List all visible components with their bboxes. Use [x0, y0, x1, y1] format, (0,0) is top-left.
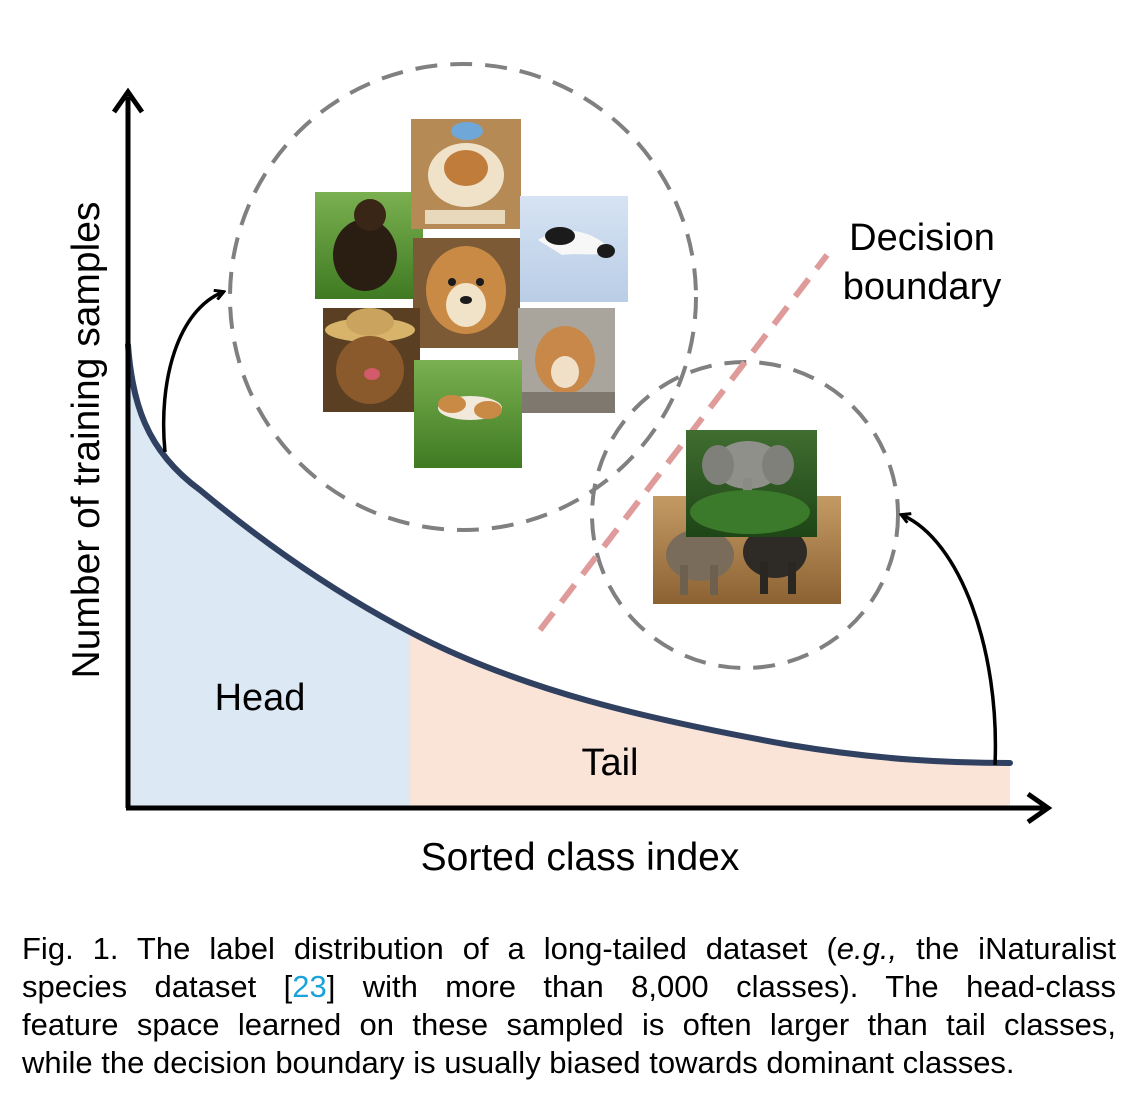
decision-boundary-line — [537, 253, 830, 632]
x-axis-label: Sorted class index — [421, 836, 740, 879]
caption-eg: e.g., — [836, 931, 898, 966]
dog-photo-bulldog-with-ice-pack — [411, 119, 521, 229]
caption-line-3: feature space learned on these sampled i… — [22, 1007, 1116, 1042]
decision-boundary-label-line2: boundary — [843, 266, 1001, 308]
caption-line-1: Fig. 1. The label distribution of a long… — [22, 931, 1117, 966]
dog-photo-dog-in-straw-hat — [323, 308, 420, 412]
dog-photo-leaping-black-white-dog — [520, 196, 628, 302]
head-cluster-images — [315, 119, 628, 468]
x-axis-arrowhead — [1026, 791, 1053, 825]
long-tail-diagram: Number of training samples Sorted class … — [65, 62, 1053, 879]
tail-region — [410, 632, 1010, 808]
tail-feature-space-circle — [590, 360, 900, 670]
y-axis-label: Number of training samples — [65, 202, 108, 679]
head-feature-space-circle — [228, 62, 698, 532]
head-arrow — [161, 292, 223, 453]
citation-link[interactable]: 23 — [292, 969, 327, 1004]
y-axis-arrowhead — [111, 87, 145, 114]
dog-photo-tan-dog-lying — [518, 308, 615, 413]
elephant-photo-in-foliage — [686, 430, 817, 537]
distribution-curve — [125, 342, 1013, 766]
caption-line-2: species dataset [23] with more than 8,00… — [22, 969, 1116, 1004]
decision-boundary-label-line1: Decision — [849, 217, 995, 259]
tail-arrow — [902, 515, 998, 766]
dog-photo-golden-collie — [413, 238, 520, 348]
head-region — [128, 345, 410, 808]
dog-photo-dog-lying-on-grass — [414, 360, 522, 468]
head-label: Head — [215, 677, 306, 719]
dog-photo-long-haired-black-dog — [315, 192, 423, 299]
figure-caption: Fig. 1. The label distribution of a long… — [22, 930, 1116, 1082]
caption-line-4: while the decision boundary is usually b… — [22, 1045, 1015, 1080]
tail-cluster-images — [653, 430, 841, 604]
tail-label: Tail — [581, 742, 638, 784]
